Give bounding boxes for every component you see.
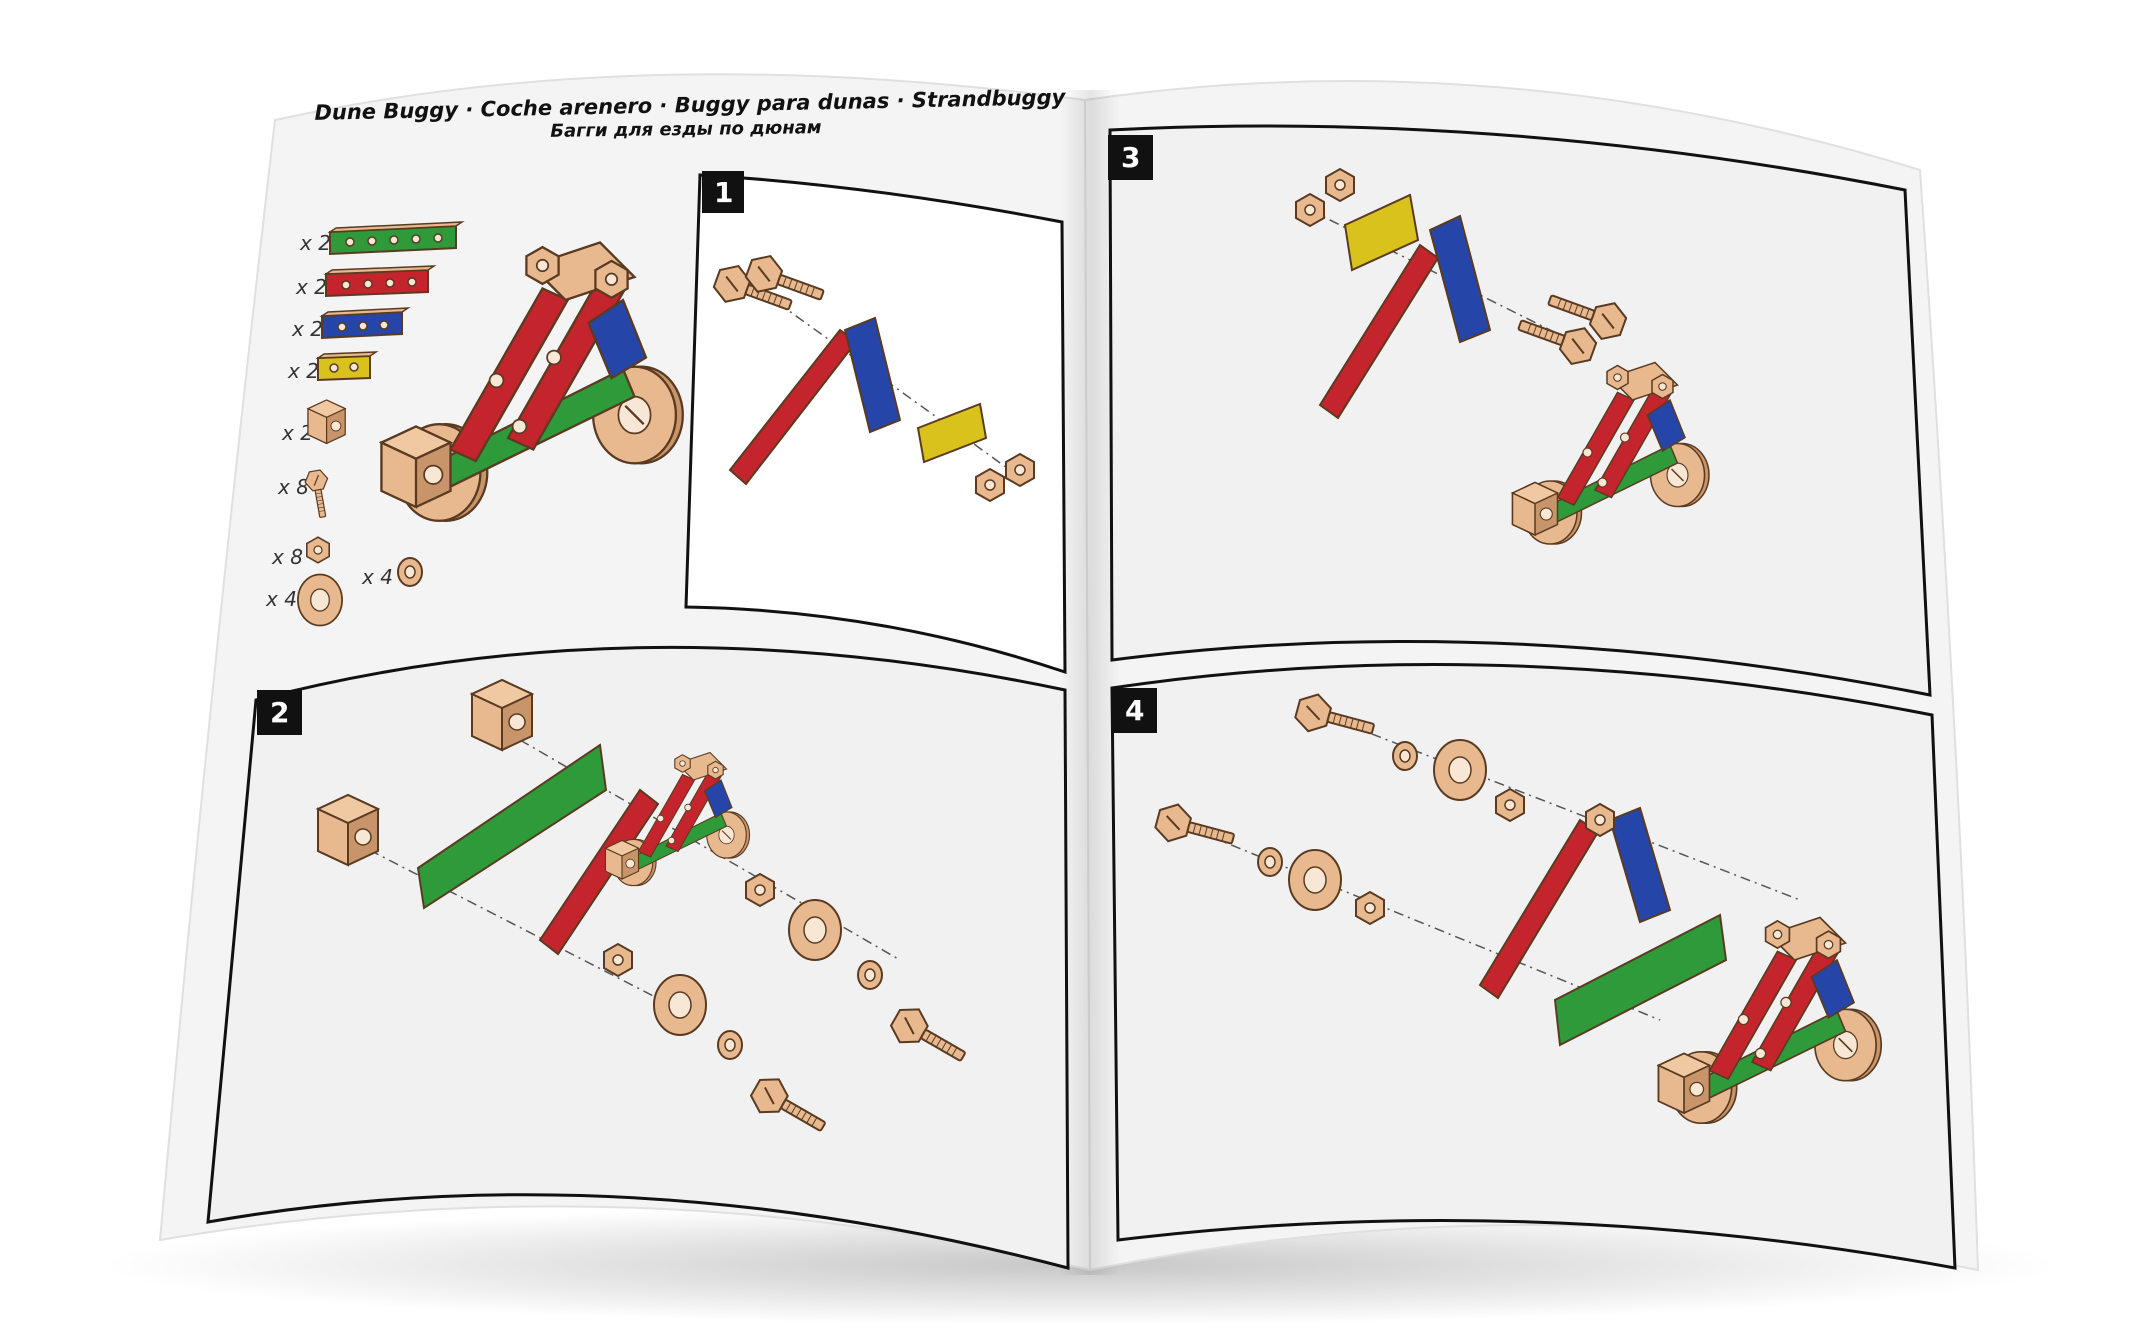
part-qty: x 2 <box>295 275 327 299</box>
green-strip-5-hole-icon <box>327 221 465 256</box>
wood-cube-icon <box>307 399 346 445</box>
yellow-strip <box>1343 193 1420 272</box>
wood-cube-icon <box>317 794 379 866</box>
hex-nut-icon <box>1495 788 1525 822</box>
part-qty: x 2 <box>287 359 319 383</box>
parts-row-red: x 2 <box>295 265 437 299</box>
step-2-panel: 2 <box>206 645 1070 1270</box>
step-4-panel: 4 <box>1110 662 1957 1270</box>
step-2-number: 2 <box>270 696 289 729</box>
step-3-panel: 3 <box>1108 124 1932 697</box>
large-washer-icon <box>653 974 707 1036</box>
parts-row-blue: x 2 <box>291 307 411 341</box>
blue-strip <box>1608 806 1672 924</box>
hex-nut-icon <box>1325 168 1355 202</box>
large-washer-icon <box>1288 849 1342 911</box>
parts-list: x 2 x 2 x 2 <box>265 221 465 627</box>
booklet-title-russian: Багги для езды по дюнам <box>550 117 822 142</box>
hex-nut-icon <box>305 536 331 564</box>
part-qty: x 8 <box>277 475 309 499</box>
small-washer-icon <box>1257 847 1283 877</box>
part-qty: x 8 <box>271 545 303 569</box>
hex-nut-icon <box>975 468 1005 502</box>
small-washer-icon <box>1392 741 1418 771</box>
part-qty: x 4 <box>361 565 393 589</box>
large-washer-icon <box>297 573 343 627</box>
small-washer-icon <box>397 557 423 587</box>
parts-row-green: x 2 <box>299 221 465 256</box>
red-strip <box>538 788 660 956</box>
step-4-number: 4 <box>1125 694 1144 727</box>
green-strip <box>1553 913 1728 1047</box>
step-3-number: 3 <box>1121 141 1140 174</box>
step-4-badge <box>1112 688 1157 733</box>
blue-strip-3-hole-icon <box>319 307 411 340</box>
hex-nut-icon <box>745 873 775 907</box>
step-2-badge <box>257 690 302 735</box>
step-1-panel: 1 <box>684 171 1067 675</box>
hex-nut-icon <box>1585 803 1615 837</box>
yellow-strip <box>916 402 988 464</box>
hex-nut-icon <box>1295 193 1325 227</box>
large-washer-icon <box>788 899 842 961</box>
small-washer-icon <box>857 960 883 990</box>
hex-nut-icon <box>1005 453 1035 487</box>
part-qty: x 2 <box>291 317 323 341</box>
hex-nut-icon <box>1355 891 1385 925</box>
yellow-strip-2-hole-icon <box>315 351 379 382</box>
parts-row-nut: x 8 <box>271 536 331 569</box>
parts-row-large-washer: x 4 <box>265 573 343 627</box>
green-strip <box>416 743 608 910</box>
step-1-badge <box>702 171 744 213</box>
parts-row-cube: x 2 <box>281 399 346 445</box>
part-qty: x 2 <box>299 231 331 255</box>
blue-strip <box>843 316 902 434</box>
red-strip-4-hole-icon <box>323 265 437 298</box>
part-qty: x 4 <box>265 587 297 611</box>
blue-strip <box>1428 214 1492 344</box>
hex-nut-icon <box>603 943 633 977</box>
step-1-number: 1 <box>714 176 733 209</box>
step-3-badge <box>1108 135 1153 180</box>
wood-cube-icon <box>471 679 533 751</box>
parts-row-small-washer: x 4 <box>361 557 423 589</box>
parts-row-yellow: x 2 <box>287 351 379 383</box>
large-washer-icon <box>1433 739 1487 801</box>
parts-row-bolt: x 8 <box>277 468 335 520</box>
small-washer-icon <box>717 1030 743 1060</box>
